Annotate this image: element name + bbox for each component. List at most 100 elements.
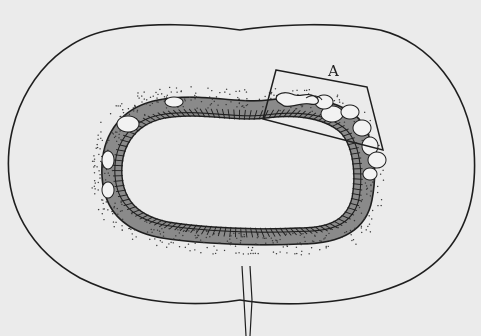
stipple-dot: [351, 240, 352, 241]
stipple-dot: [93, 161, 94, 162]
stipple-dot: [96, 144, 97, 145]
stipple-dot: [257, 253, 258, 254]
stipple-dot: [167, 95, 168, 96]
stipple-dot: [354, 121, 355, 122]
stipple-dot: [236, 106, 237, 107]
stipple-dot: [229, 238, 230, 239]
stipple-dot: [367, 226, 368, 227]
stipple-dot: [344, 232, 345, 233]
stipple-dot: [364, 218, 365, 219]
stipple-dot: [372, 181, 373, 182]
stipple-dot: [328, 233, 329, 234]
stipple-dot: [196, 107, 197, 108]
stipple-dot: [313, 241, 314, 242]
stipple-dot: [98, 170, 99, 171]
stipple-dot: [132, 233, 133, 234]
stipple-dot: [115, 105, 116, 106]
stipple-dot: [279, 251, 280, 252]
stipple-dot: [329, 240, 330, 241]
stipple-dot: [242, 105, 243, 106]
stipple-dot: [128, 108, 129, 109]
stipple-dot: [230, 242, 231, 243]
stipple-dot: [207, 87, 208, 88]
stipple-dot: [114, 137, 115, 138]
stipple-dot: [310, 107, 311, 108]
stipple-dot: [121, 225, 122, 226]
stipple-dot: [103, 219, 104, 220]
stipple-dot: [176, 87, 177, 88]
stipple-dot: [355, 244, 356, 245]
stipple-dot: [115, 131, 116, 132]
stipple-dot: [179, 232, 180, 233]
stipple-dot: [337, 94, 338, 95]
stipple-dot: [121, 210, 122, 211]
stipple-dot: [301, 251, 302, 252]
stipple-dot: [137, 92, 138, 93]
stipple-dot: [262, 106, 263, 107]
stipple-dot: [98, 154, 99, 155]
stipple-dot: [137, 95, 138, 96]
stipple-dot: [161, 93, 162, 94]
stipple-dot: [238, 233, 239, 234]
stipple-dot: [159, 231, 160, 232]
stipple-dot: [380, 174, 381, 175]
stipple-dot: [121, 204, 122, 205]
stipple-dot: [117, 105, 118, 106]
stipple-dot: [359, 207, 360, 208]
stipple-dot: [111, 211, 112, 212]
stipple-dot: [108, 172, 109, 173]
stipple-dot: [116, 141, 117, 142]
stipple-dot: [288, 244, 289, 245]
stipple-dot: [98, 209, 99, 210]
stipple-dot: [353, 239, 354, 240]
stipple-dot: [370, 120, 371, 121]
cell-cluster: [363, 168, 377, 180]
cell-cluster: [368, 152, 386, 168]
stipple-dot: [173, 238, 174, 239]
stipple-dot: [94, 172, 95, 173]
stipple-dot: [354, 220, 355, 221]
stipple-dot: [188, 230, 189, 231]
stipple-dot: [366, 193, 367, 194]
stipple-dot: [361, 232, 362, 233]
stipple-dot: [238, 252, 239, 253]
stipple-dot: [122, 109, 123, 110]
stipple-dot: [156, 245, 157, 246]
stipple-dot: [371, 218, 372, 219]
stipple-dot: [106, 142, 107, 143]
stipple-dot: [246, 105, 247, 106]
stipple-dot: [96, 166, 97, 167]
stipple-dot: [377, 205, 378, 206]
stipple-dot: [216, 96, 217, 97]
stipple-dot: [146, 99, 147, 100]
stipple-dot: [195, 237, 196, 238]
stipple-dot: [224, 250, 225, 251]
stipple-dot: [112, 132, 113, 133]
stipple-dot: [239, 90, 240, 91]
stipple-dot: [134, 106, 135, 107]
stipple-dot: [120, 105, 121, 106]
callout-label: A: [327, 62, 339, 80]
stipple-dot: [169, 87, 170, 88]
stipple-dot: [113, 133, 114, 134]
stipple-dot: [362, 140, 363, 141]
stipple-dot: [255, 253, 256, 254]
stipple-dot: [129, 114, 130, 115]
stipple-dot: [170, 242, 171, 243]
stipple-dot: [163, 235, 164, 236]
stipple-dot: [271, 237, 272, 238]
stipple-dot: [118, 137, 119, 138]
stipple-dot: [209, 236, 210, 237]
stipple-dot: [350, 230, 351, 231]
stipple-dot: [251, 250, 252, 251]
stipple-dot: [154, 238, 155, 239]
stipple-dot: [207, 107, 208, 108]
stipple-dot: [112, 213, 113, 214]
hatch-line: [353, 179, 363, 180]
cell-cluster: [102, 182, 114, 198]
stipple-dot: [299, 242, 300, 243]
stipple-dot: [144, 98, 145, 99]
stipple-dot: [197, 237, 198, 238]
stipple-dot: [151, 229, 152, 230]
stipple-dot: [344, 121, 345, 122]
